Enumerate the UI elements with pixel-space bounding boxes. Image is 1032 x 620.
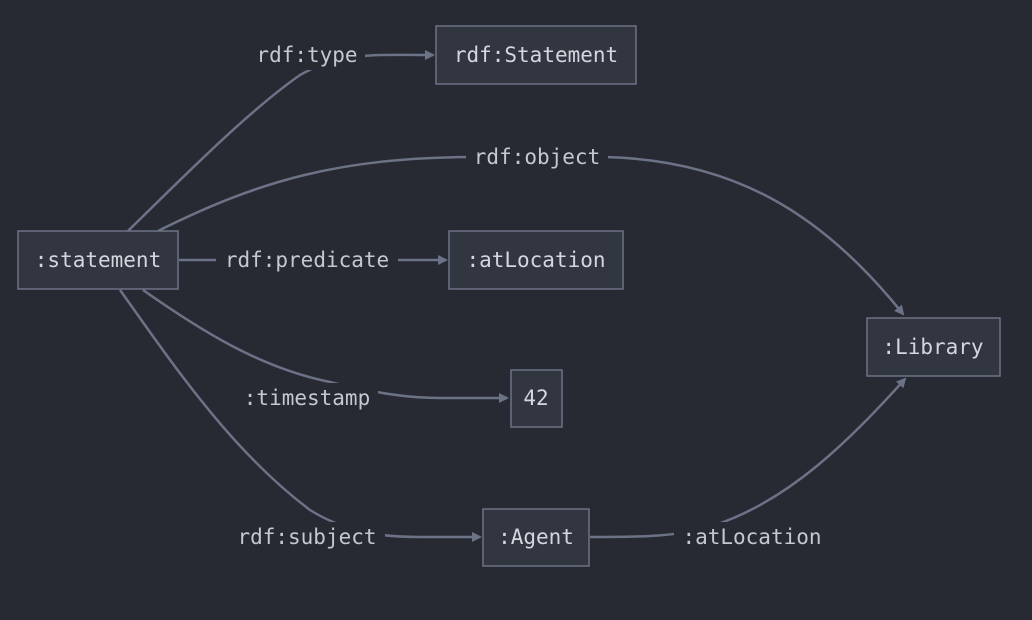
edge-rdf-subject[interactable] (118, 289, 482, 542)
edge-label-rdf-subject: rdf:subject (229, 522, 385, 552)
edge-label-rdf-predicate: rdf:predicate (216, 245, 398, 275)
node-label: :Agent (498, 525, 574, 549)
node-library[interactable]: :Library (866, 317, 1001, 377)
node-label: rdf:Statement (454, 43, 618, 67)
node-statement[interactable]: :statement (17, 230, 179, 290)
edges (118, 50, 907, 542)
edge-label-timestamp: :timestamp (236, 383, 378, 413)
edge-label-text: :timestamp (244, 386, 370, 410)
edge-rdf-type[interactable] (127, 50, 435, 232)
edge-label-text: rdf:type (256, 43, 357, 67)
node-rdf-statement[interactable]: rdf:Statement (435, 25, 637, 85)
node-label: 42 (523, 386, 548, 410)
node-label: :statement (35, 248, 161, 272)
edge-label-text: rdf:subject (237, 525, 376, 549)
node-value-42[interactable]: 42 (510, 369, 563, 428)
node-label: :atLocation (466, 248, 605, 272)
edge-label-text: rdf:predicate (225, 248, 389, 272)
node-atlocation[interactable]: :atLocation (448, 230, 624, 290)
nodes: :statement rdf:Statement :atLocation 42 … (17, 25, 1001, 567)
edge-label-text: :atLocation (682, 525, 821, 549)
edge-label-rdf-object: rdf:object (466, 142, 608, 172)
edge-labels: rdf:type rdf:object rdf:predicate :times… (216, 40, 830, 552)
node-agent[interactable]: :Agent (482, 508, 590, 567)
edge-agent-atlocation[interactable] (589, 377, 907, 539)
node-label: :Library (882, 335, 983, 359)
edge-label-text: rdf:object (474, 145, 600, 169)
edge-timestamp[interactable] (142, 288, 509, 403)
edge-label-agent-atlocation: :atLocation (674, 522, 830, 552)
edge-label-rdf-type: rdf:type (249, 40, 365, 70)
